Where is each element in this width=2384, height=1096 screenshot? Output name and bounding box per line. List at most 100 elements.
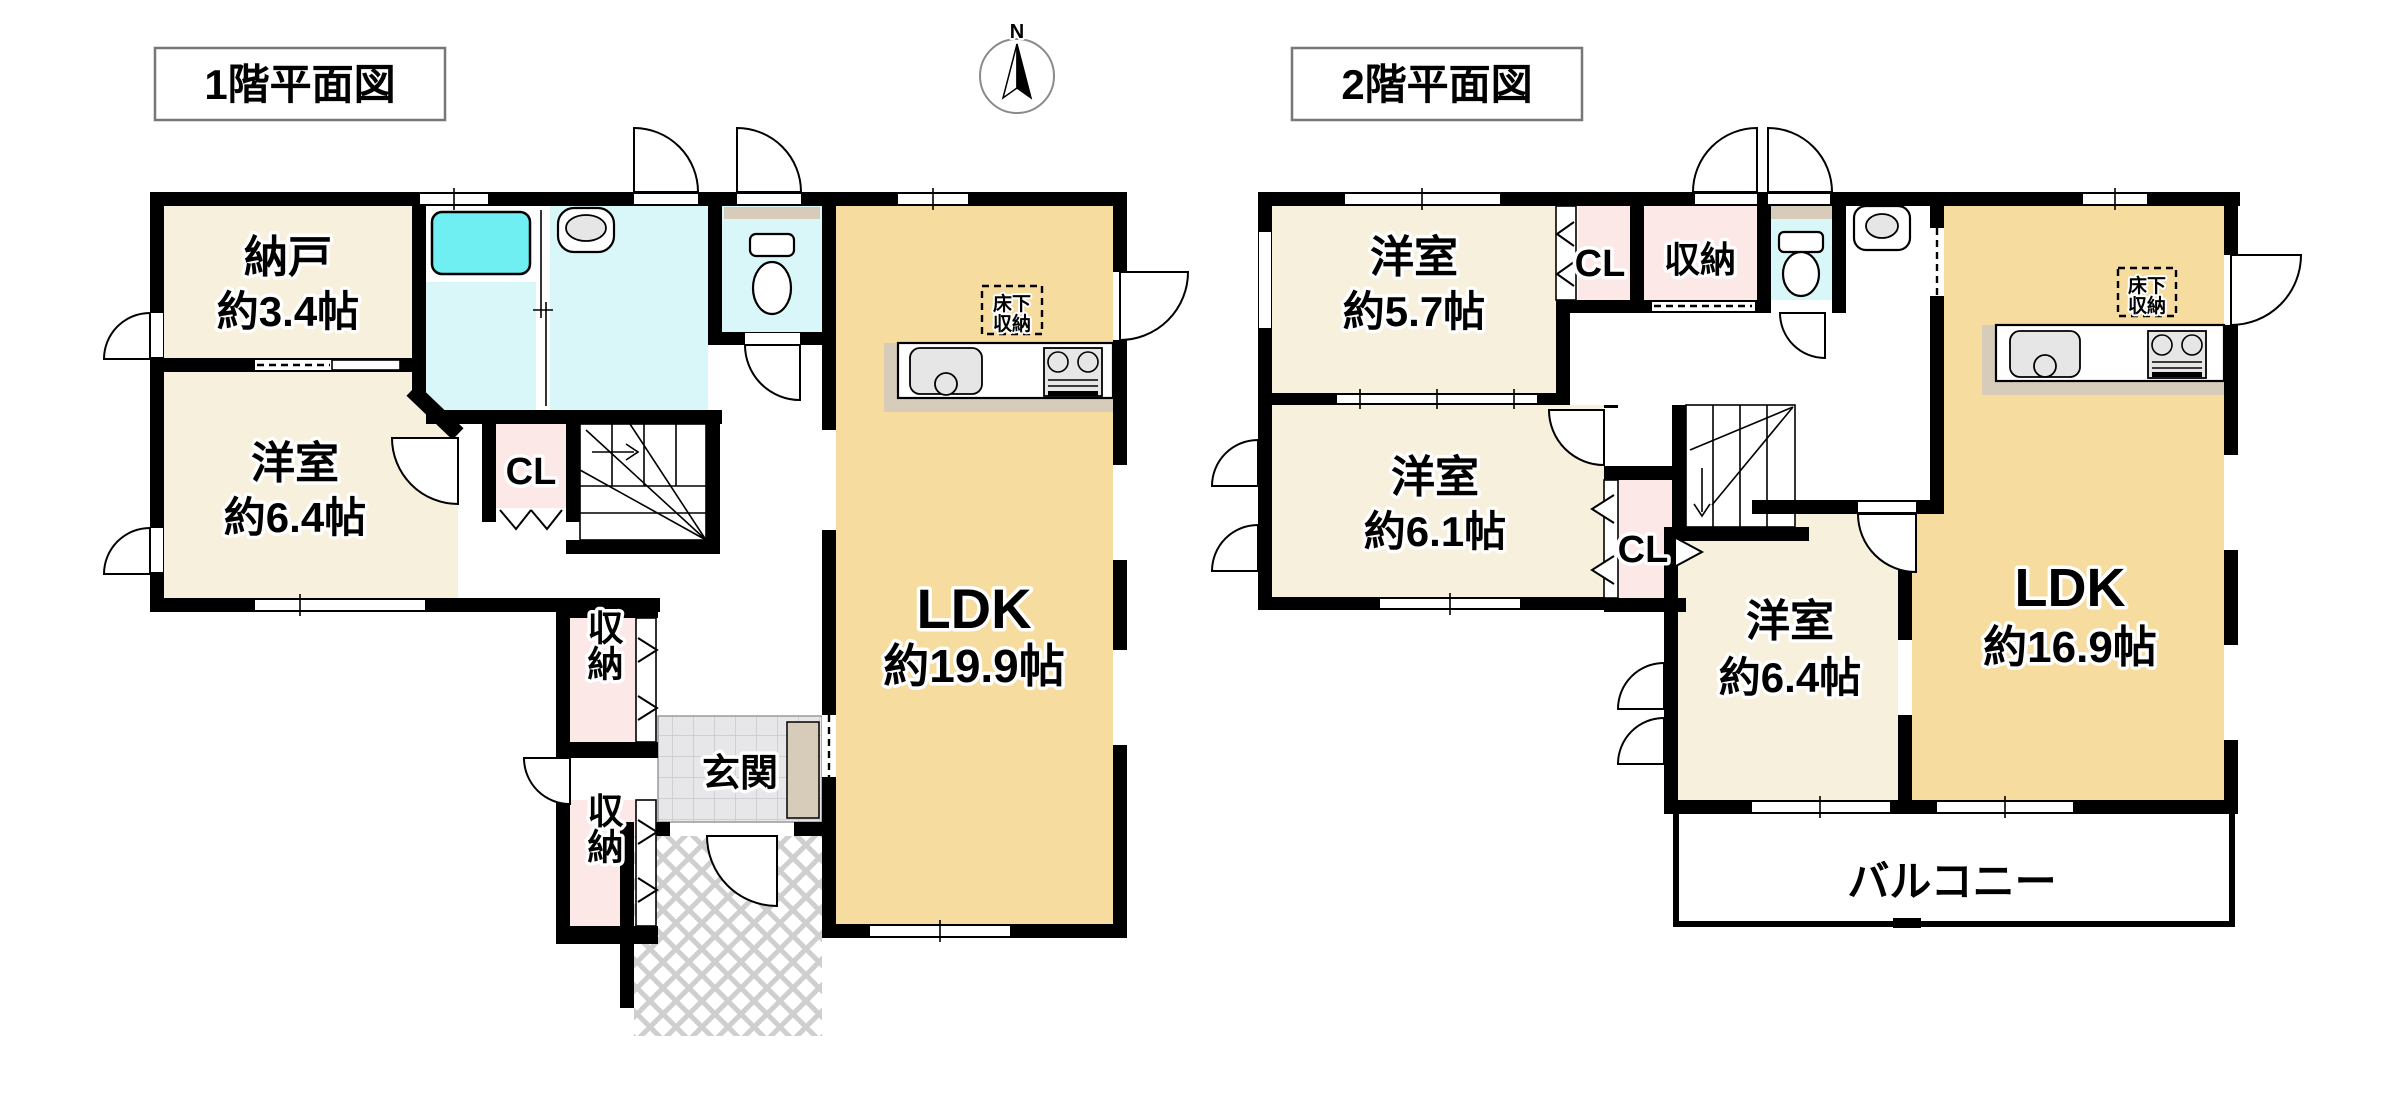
label-west2-2f: 洋室: [1391, 452, 1479, 502]
burner-icon: [2151, 334, 2173, 356]
label-nando: 納戸: [244, 233, 332, 282]
door-swing-icon: [1767, 126, 1834, 193]
storage-top-2f: [1644, 206, 1757, 300]
closet-cl-1f: [496, 424, 566, 508]
toilet-bowl-icon: [751, 260, 793, 316]
room-west-1f: [164, 372, 458, 598]
stairs-arrow-icon: [625, 443, 640, 461]
kitchen-edge: [1982, 325, 1996, 395]
label-cl-mid-2f: CL: [1618, 529, 1669, 571]
diagonal-wall-1f: [406, 384, 464, 440]
label-ldk-1f: LDK: [916, 577, 1031, 640]
staircase-1f: [579, 423, 707, 541]
door-swing-icon: [522, 757, 571, 806]
bathtub: [430, 210, 532, 276]
burner-icon: [1077, 351, 1099, 373]
fixtures-2f: [1777, 204, 2226, 395]
fixtures-1f: [556, 206, 1115, 412]
room-west3-2f: [1678, 514, 1898, 800]
door-swing-icon: [1547, 409, 1605, 467]
label-cl-1f: CL: [506, 451, 557, 493]
label-genkan: 玄関: [702, 753, 778, 795]
compass-needle-icon: [1016, 43, 1033, 100]
door-swing-icon: [390, 437, 459, 506]
sink-drain-icon: [2033, 354, 2057, 378]
toilet-tank-icon: [748, 232, 796, 258]
basin-bowl-icon: [1865, 213, 1899, 239]
kitchen-edge: [884, 398, 1113, 412]
windows-1f: [151, 188, 1127, 942]
balcony: [1673, 814, 2235, 928]
casement-window-icon: [1616, 716, 1665, 765]
label-nando-size: 約3.4帖: [217, 288, 359, 335]
staircase-2f: [1685, 404, 1796, 528]
sink-drain-icon: [934, 372, 958, 396]
label-ldk-1f-size: 約19.9帖: [883, 640, 1065, 692]
closet-cl-mid-2f: [1618, 480, 1672, 598]
title-2f: 2階平面図: [1290, 46, 1584, 122]
room-west2-2f: [1272, 405, 1604, 597]
page-title-1f: 1階平面図: [204, 61, 395, 108]
storage-upper-1f: [570, 618, 636, 742]
first-floor-plan: 1階平面図 N 納戸 約3.4帖 洋室 約6.4帖 CL 収納 収納 玄関 LD…: [102, 19, 1190, 1036]
title-1f: 1階平面図: [153, 46, 447, 122]
label-ldk-2f-size: 約16.9帖: [1983, 623, 2157, 672]
burner-icon: [1047, 351, 1069, 373]
page-title-2f: 2階平面図: [1341, 61, 1532, 108]
compass: N: [979, 19, 1055, 114]
closet-cl-top-2f: [1578, 206, 1630, 300]
windows-2f: [1259, 188, 2238, 818]
room-west1-2f: [1272, 206, 1556, 393]
balcony-drain-icon: [1893, 918, 1921, 928]
label-underfloor-1f-1: 床下: [993, 292, 1031, 315]
casement-window-icon: [1616, 661, 1665, 710]
stove: [1043, 347, 1103, 397]
casement-window-icon: [1210, 438, 1259, 487]
folding-door-icon: [530, 509, 563, 531]
door-swing-icon: [1119, 271, 1190, 342]
label-underfloor-2f-2: 収納: [2128, 294, 2166, 317]
label-west2-2f-size: 約6.1帖: [1364, 508, 1506, 555]
label-balcony: バルコニー: [1847, 858, 2056, 905]
label-storage-lower: 収納: [583, 792, 624, 864]
label-west1-2f: 洋室: [1370, 232, 1458, 282]
kitchen-edge: [884, 343, 898, 412]
compass-north-label: N: [1010, 21, 1024, 43]
label-west-1f: 洋室: [251, 438, 339, 488]
label-west3-2f-size: 約6.4帖: [1719, 654, 1861, 701]
toilet-shelf-2f: [1771, 206, 1832, 219]
labels-1f: 納戸 約3.4帖 洋室 約6.4帖 CL 収納 収納 玄関 LDK 約19.9帖…: [213, 230, 1068, 868]
burner-icon: [2181, 334, 2203, 356]
kitchen-edge: [1982, 381, 2224, 395]
casement-window-icon: [1210, 523, 1259, 572]
balcony-rail: [1673, 814, 2235, 927]
label-underfloor-1f-2: 収納: [993, 312, 1031, 335]
label-storage-top-2f: 収納: [1664, 239, 1736, 280]
label-ldk-2f: LDK: [2015, 558, 2126, 618]
casement-window-icon: [102, 311, 151, 360]
door-swing-icon: [1691, 126, 1758, 193]
second-floor-plan: 2階平面図 洋室 約5.7帖 CL 収納 洋室 約6.1帖 CL 洋室 約6.4…: [1210, 46, 2303, 928]
door-swing-icon: [1856, 513, 1917, 574]
label-west-1f-size: 約6.4帖: [224, 494, 366, 541]
doors-2f: [1210, 126, 2303, 765]
entry-door-swing-icon: [705, 835, 778, 908]
casement-window-icon: [102, 526, 151, 575]
labels-2f: 洋室 約5.7帖 CL 収納 洋室 約6.1帖 CL 洋室 約6.4帖 LDK …: [1339, 229, 2168, 909]
underfloor-storage-box-2f: [2116, 266, 2178, 318]
stairs-arrow-icon: [1693, 503, 1711, 518]
door-swing-icon: [633, 126, 700, 193]
room-ldk-1f: [836, 206, 1113, 924]
underfloor-storage-box-1f: [980, 284, 1044, 336]
toilet-tank-icon: [1777, 230, 1825, 254]
basin-bowl-icon: [565, 214, 607, 242]
label-underfloor-2f-1: 床下: [2128, 274, 2166, 297]
door-swing-icon: [736, 126, 803, 193]
label-storage-upper: 収納: [583, 609, 624, 681]
label-west1-2f-size: 約5.7帖: [1343, 288, 1485, 335]
toilet-bowl-icon: [1781, 250, 1821, 298]
doors-1f: [102, 126, 1190, 927]
label-west3-2f: 洋室: [1746, 596, 1834, 646]
